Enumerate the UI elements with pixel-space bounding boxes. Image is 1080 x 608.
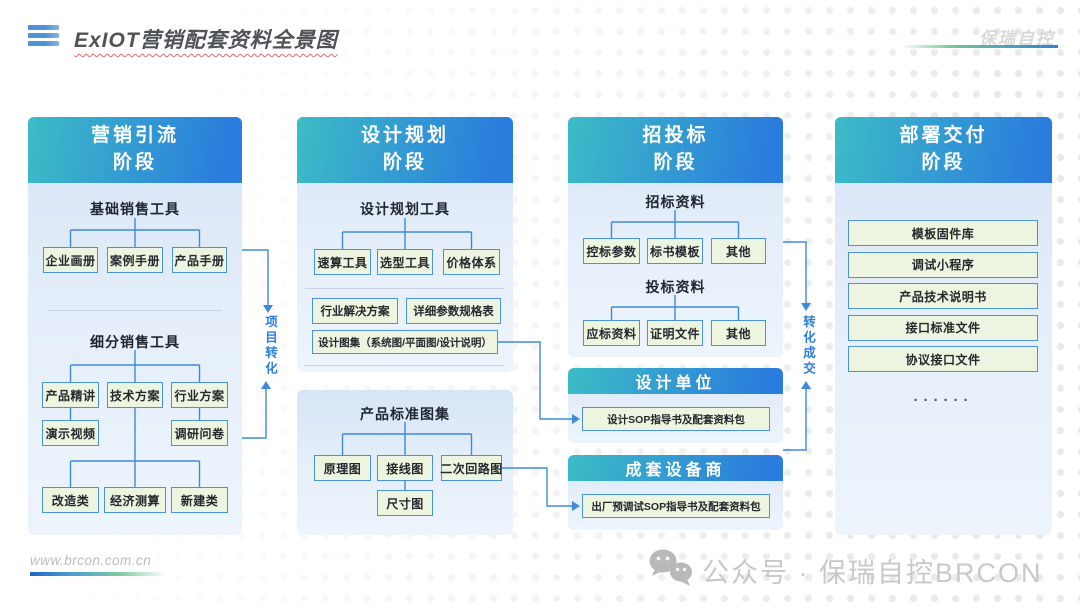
header-line: 阶段 [653, 152, 698, 173]
box-dimension-diagram: 尺寸图 [377, 490, 433, 516]
menu-bar [28, 33, 59, 38]
box-retrofit-type: 改造类 [42, 487, 99, 513]
flow-label-project-conversion: 项目转化 [263, 315, 277, 377]
menu-bar [28, 41, 59, 46]
box-schematic-diagram: 原理图 [314, 455, 371, 481]
box-bid-document-template: 标书模板 [647, 238, 703, 264]
brand-logo-text: 保瑞自控 [979, 29, 1055, 48]
header-line: 阶段 [921, 152, 966, 173]
box-factory-precommissioning-sop-package: 出厂预调试SOP指导书及配套资料包 [582, 494, 770, 518]
header-line: 部署交付 [899, 125, 988, 147]
flow-label-deal-conversion: 转化成交 [801, 315, 815, 377]
group-label-tender-materials: 招标资料 [645, 194, 706, 210]
panel-header-equipment-supplier: 成套设备商 [568, 455, 783, 481]
header-line: 招投标 [642, 125, 709, 147]
panel-header-deployment: 部署交付 阶段 [835, 117, 1052, 183]
box-industry-solution-pack: 行业解决方案 [312, 298, 398, 324]
arrowhead-down [801, 303, 811, 311]
panel-header-marketing: 营销引流 阶段 [28, 117, 242, 183]
box-wiring-diagram: 接线图 [377, 455, 433, 481]
box-product-handbook: 产品手册 [172, 247, 227, 273]
box-quick-calc-tool: 速算工具 [314, 249, 371, 275]
panel-header-design-unit: 设计单位 [568, 368, 783, 394]
divider [48, 310, 222, 311]
box-case-handbook: 案例手册 [107, 247, 163, 273]
box-product-deep-dive: 产品精讲 [42, 382, 99, 408]
menu-icon [28, 25, 59, 50]
menu-bar [28, 25, 59, 30]
footer-underline [30, 572, 166, 576]
box-other: 其他 [711, 238, 766, 264]
box-price-system: 价格体系 [443, 249, 500, 275]
box-protocol-interface-file: 协议接口文件 [848, 346, 1038, 372]
box-certification-documents: 证明文件 [647, 320, 703, 346]
box-detailed-spec-sheet: 详细参数规格表 [406, 298, 501, 324]
header-line: 设计规划 [360, 125, 449, 147]
group-label-basic-sales-tools: 基础销售工具 [90, 201, 180, 217]
panel-header-design-planning: 设计规划 阶段 [297, 117, 513, 183]
group-label-design-planning-tools: 设计规划工具 [360, 201, 450, 217]
website-url: www.brcon.com.cn [30, 553, 152, 568]
divider [305, 288, 505, 289]
wechat-account-text: 公众号 · 保瑞自控BRCON [702, 558, 1043, 588]
box-debug-mini-program: 调试小程序 [848, 251, 1038, 278]
brand-underline [900, 45, 1058, 48]
box-selection-tool: 选型工具 [377, 249, 433, 275]
box-industry-solution: 行业方案 [171, 382, 228, 408]
group-label-product-standard-atlas: 产品标准图集 [360, 406, 450, 422]
arrowhead-down [263, 305, 273, 313]
box-design-atlas: 设计图集（系统图/平面图/设计说明） [312, 330, 498, 354]
box-design-sop-package: 设计SOP指导书及配套资料包 [582, 407, 770, 431]
box-economic-calculation: 经济测算 [104, 487, 166, 513]
box-demo-video: 演示视频 [42, 420, 99, 446]
box-bid-control-parameters: 控标参数 [583, 238, 640, 264]
box-bid-response-materials: 应标资料 [583, 320, 640, 346]
box-product-technical-manual: 产品技术说明书 [848, 283, 1038, 309]
arrowhead-up [261, 381, 271, 389]
more-items-ellipsis: ······ [913, 392, 974, 409]
box-company-album: 企业画册 [43, 247, 98, 273]
box-secondary-circuit-diagram: 二次回路图 [440, 455, 502, 481]
box-interface-standard-file: 接口标准文件 [848, 314, 1038, 341]
box-technical-solution: 技术方案 [107, 382, 163, 408]
box-other: 其他 [711, 320, 766, 346]
page-title: ExIOT营销配套资料全景图 [74, 29, 338, 52]
wechat-icon [648, 548, 694, 593]
divider [305, 365, 505, 366]
arrowhead-up [801, 381, 811, 389]
group-label-segmented-sales-tools: 细分销售工具 [90, 334, 180, 350]
box-template-firmware-library: 模板固件库 [848, 220, 1038, 246]
panel-header-bidding: 招投标 阶段 [568, 117, 783, 183]
box-survey-questionnaire: 调研问卷 [171, 420, 228, 446]
header-line: 营销引流 [90, 125, 179, 147]
box-new-build-type: 新建类 [171, 487, 228, 513]
group-label-bid-materials: 投标资料 [645, 279, 706, 295]
header-line: 阶段 [112, 152, 157, 173]
header-line: 阶段 [382, 152, 427, 173]
